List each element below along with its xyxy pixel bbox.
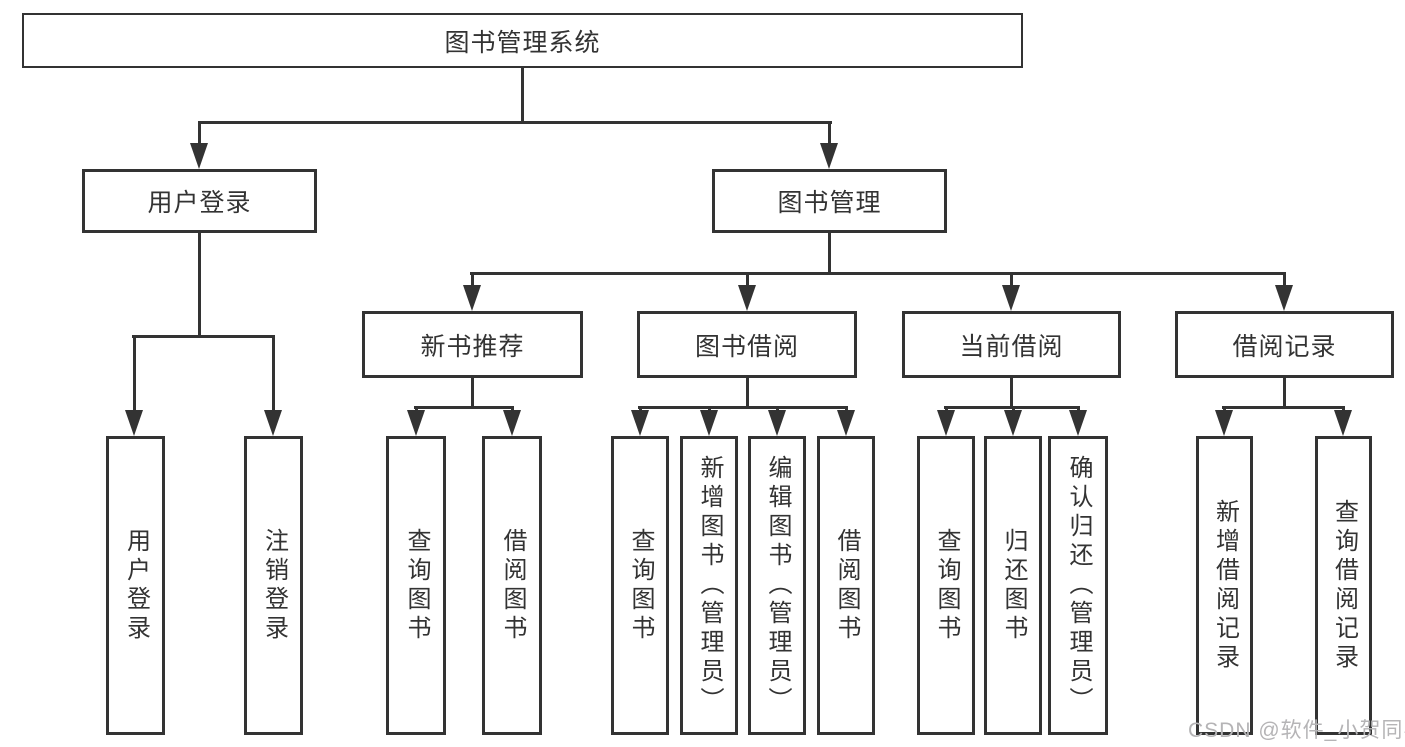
- leaf-edit-book-admin: 编辑图书（管理员）: [748, 436, 806, 735]
- arrowhead-user-login: [190, 143, 208, 169]
- leaf-query-borrow-record: 查询借阅记录: [1315, 436, 1372, 735]
- node-user-login-label: 用户登录: [147, 189, 252, 217]
- arrowhead-leaf-login: [125, 410, 143, 436]
- arrowhead-borrow-records: [1275, 285, 1293, 311]
- connector-root-vline: [521, 68, 524, 124]
- arrowhead-d2: [1004, 410, 1022, 436]
- node-book-management-label: 图书管理: [777, 189, 882, 217]
- node-new-book-recommend: 新书推荐: [362, 311, 583, 378]
- connector-book-borrow-rail: [638, 406, 848, 409]
- node-new-book-recommend-label: 新书推荐: [420, 332, 525, 361]
- leaf-return-books: 归还图书: [984, 436, 1042, 735]
- leaf-query-books-recommend: 查询图书: [386, 436, 446, 735]
- leaf-query-books-current: 查询图书: [917, 436, 975, 735]
- connector-borrow-records-rail: [1222, 406, 1345, 409]
- connector-new-book-vline: [471, 378, 474, 409]
- connector-current-borrow-shaft: [1010, 272, 1013, 288]
- arrowhead-e2: [1334, 410, 1352, 436]
- arrowhead-c2: [700, 410, 718, 436]
- connector-book-borrow-shaft: [746, 272, 749, 288]
- arrowhead-e1: [1215, 410, 1233, 436]
- connector-user-login-rail: [132, 335, 275, 338]
- leaf-return-books-label: 归还图书: [1000, 527, 1027, 644]
- connector-level3-rail: [470, 272, 1286, 275]
- connector-borrow-records-vline: [1283, 378, 1286, 409]
- connector-book-mgmt-shaft: [828, 121, 831, 145]
- leaf-borrow-books-recommend-label: 借阅图书: [499, 527, 526, 644]
- leaf-logout: 注销登录: [244, 436, 303, 735]
- node-current-borrow: 当前借阅: [902, 311, 1121, 378]
- arrowhead-d3: [1069, 410, 1087, 436]
- connector-user-login-shaft: [198, 121, 201, 145]
- leaf-add-book-admin: 新增图书（管理员）: [680, 436, 738, 735]
- node-book-borrow-label: 图书借阅: [694, 332, 799, 361]
- connector-leaf-login-shaft: [133, 335, 136, 411]
- arrowhead-leaf-logout: [264, 410, 282, 436]
- connector-level2-rail: [198, 121, 832, 124]
- arrowhead-new-book: [463, 285, 481, 311]
- leaf-query-books-borrow-label: 查询图书: [627, 527, 654, 644]
- leaf-user-login-label: 用户登录: [122, 527, 150, 644]
- node-current-borrow-label: 当前借阅: [959, 332, 1064, 361]
- leaf-user-login: 用户登录: [106, 436, 165, 735]
- connector-borrow-records-shaft: [1283, 272, 1286, 288]
- arrowhead-b1: [407, 410, 425, 436]
- connector-book-mgmt-vline: [828, 233, 831, 275]
- node-borrow-records: 借阅记录: [1175, 311, 1394, 378]
- arrowhead-c1: [631, 410, 649, 436]
- node-root-label: 图书管理系统: [444, 28, 601, 57]
- node-user-login: 用户登录: [82, 169, 317, 233]
- leaf-borrow-books-label: 借阅图书: [833, 527, 860, 644]
- arrowhead-d1: [937, 410, 955, 436]
- connector-new-book-rail: [414, 406, 514, 409]
- node-book-management: 图书管理: [712, 169, 947, 233]
- leaf-edit-book-admin-label: 编辑图书（管理员）: [764, 455, 791, 716]
- leaf-borrow-books: 借阅图书: [817, 436, 875, 735]
- node-book-borrow: 图书借阅: [637, 311, 857, 378]
- leaf-query-books-current-label: 查询图书: [933, 527, 960, 644]
- arrowhead-b2: [503, 410, 521, 436]
- connector-user-login-vline: [198, 233, 201, 338]
- connector-leaf-logout-shaft: [272, 335, 275, 411]
- leaf-logout-label: 注销登录: [260, 527, 288, 644]
- leaf-add-book-admin-label: 新增图书（管理员）: [696, 455, 723, 716]
- leaf-confirm-return-admin: 确认归还（管理员）: [1048, 436, 1108, 735]
- connector-current-borrow-vline: [1010, 378, 1013, 409]
- connector-new-book-shaft: [471, 272, 474, 288]
- leaf-query-borrow-record-label: 查询借阅记录: [1330, 498, 1358, 673]
- leaf-query-books-borrow: 查询图书: [611, 436, 669, 735]
- arrowhead-current-borrow: [1002, 285, 1020, 311]
- leaf-confirm-return-admin-label: 确认归还（管理员）: [1065, 455, 1092, 716]
- leaf-add-borrow-record-label: 新增借阅记录: [1211, 498, 1239, 673]
- connector-book-borrow-vline: [746, 378, 749, 409]
- node-root: 图书管理系统: [22, 13, 1023, 68]
- arrowhead-c4: [837, 410, 855, 436]
- node-borrow-records-label: 借阅记录: [1232, 332, 1337, 361]
- arrowhead-book-borrow: [738, 285, 756, 311]
- leaf-query-books-recommend-label: 查询图书: [403, 527, 430, 644]
- csdn-watermark: CSDN @软件_小贺同学: [1188, 719, 1405, 742]
- arrowhead-c3: [768, 410, 786, 436]
- arrowhead-book-mgmt: [820, 143, 838, 169]
- leaf-borrow-books-recommend: 借阅图书: [482, 436, 542, 735]
- leaf-add-borrow-record: 新增借阅记录: [1196, 436, 1253, 735]
